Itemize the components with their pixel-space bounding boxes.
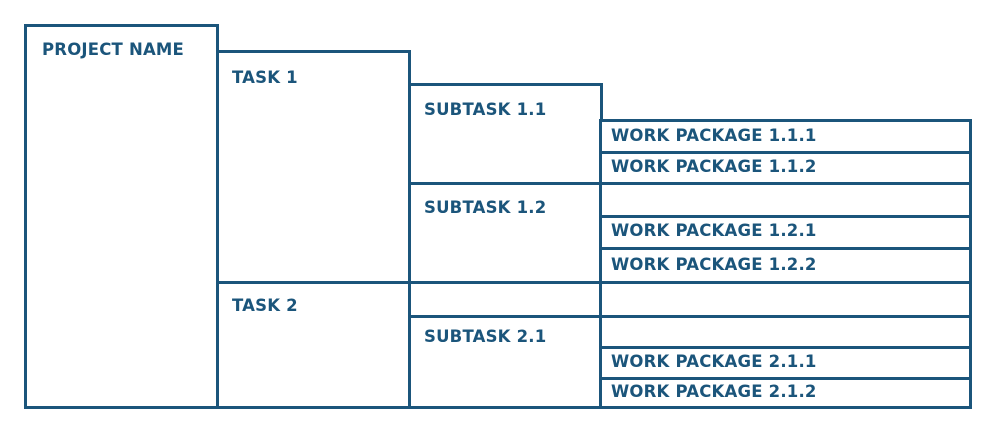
spacer-cell: [599, 315, 972, 349]
subtask-label: SUBTASK 2.1: [424, 327, 547, 346]
project-name-label: PROJECT NAME: [42, 40, 185, 59]
work-package-label: WORK PACKAGE 1.1.2: [611, 157, 817, 176]
work-package-label: WORK PACKAGE 2.1.2: [611, 382, 817, 401]
work-package-label: WORK PACKAGE 1.1.1: [611, 126, 817, 145]
subtask-cell: [408, 83, 603, 185]
spacer-cell: [408, 281, 603, 318]
work-package-cell: [599, 377, 972, 409]
task-label: TASK 2: [232, 296, 298, 315]
spacer-cell: [599, 281, 972, 318]
subtask-label: SUBTASK 1.1: [424, 100, 547, 119]
work-package-cell: [599, 215, 972, 250]
spacer-cell: [599, 182, 972, 218]
task-label: TASK 1: [232, 68, 298, 87]
project-cell: [24, 24, 219, 409]
work-package-label: WORK PACKAGE 1.2.1: [611, 221, 817, 240]
work-package-label: WORK PACKAGE 2.1.1: [611, 352, 817, 371]
subtask-label: SUBTASK 1.2: [424, 198, 547, 217]
task-cell: [216, 281, 411, 409]
work-package-cell: [599, 247, 972, 284]
work-package-label: WORK PACKAGE 1.2.2: [611, 255, 817, 274]
task-cell: [216, 50, 411, 284]
work-package-cell: [599, 346, 972, 380]
